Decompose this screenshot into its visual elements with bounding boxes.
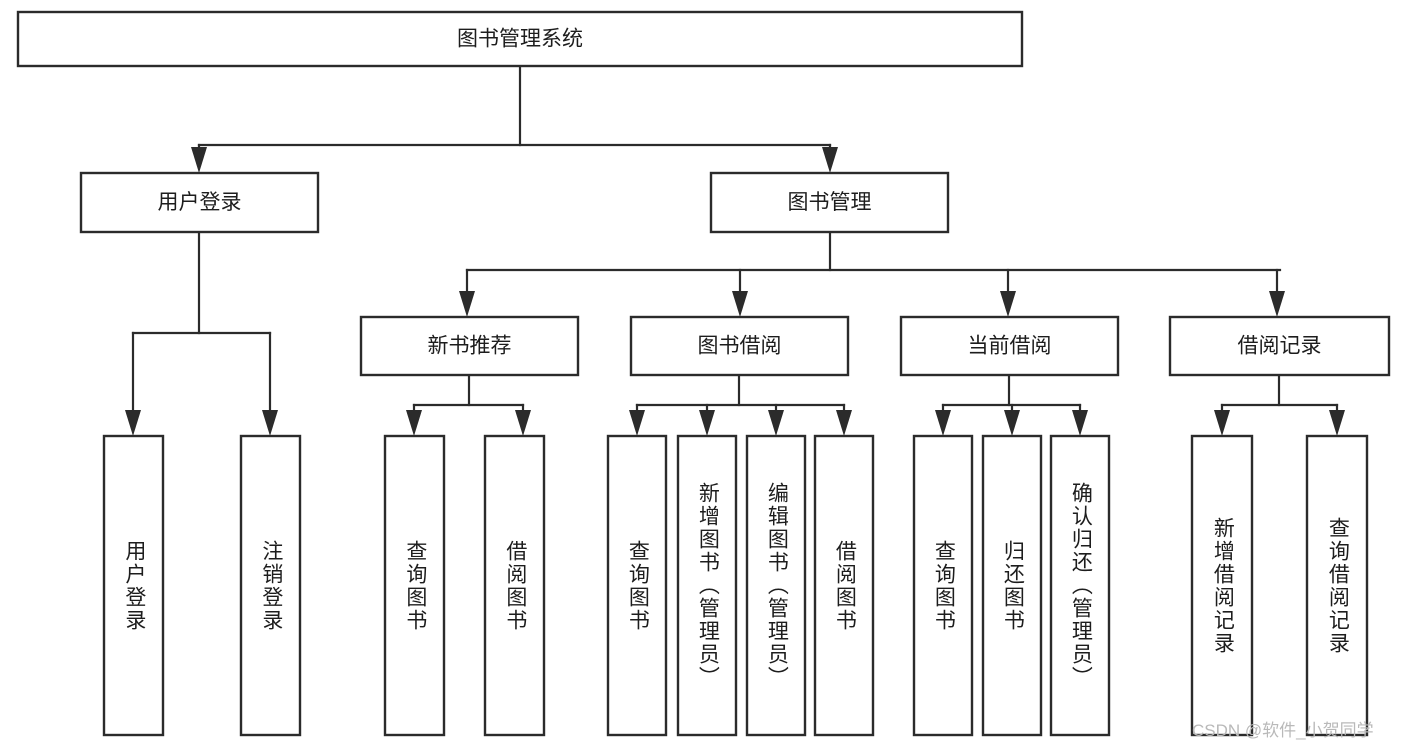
node-box-leaf-borrow-query-book[interactable]: [606, 434, 668, 737]
node-box-leaf-recommend-borrow-book[interactable]: [483, 434, 546, 737]
arrow-book-mgmt: [822, 147, 838, 173]
node-label-book-management: 图书管理: [788, 191, 872, 214]
node-box-leaf-current-query-book[interactable]: [912, 434, 974, 737]
node-label-book-borrow: 图书借阅: [698, 335, 782, 358]
node-box-new-book-recommend[interactable]: [359, 315, 580, 377]
arrow-leaf-borrow-query: [629, 410, 645, 436]
node-box-leaf-user-logout[interactable]: [239, 434, 302, 737]
node-box-leaf-current-confirm-return[interactable]: [1049, 434, 1111, 737]
node-box-leaf-current-return-book[interactable]: [981, 434, 1043, 737]
arrow-leaf-borrow-add: [699, 410, 715, 436]
arrow-leaf-rec-query: [406, 410, 422, 436]
node-label-user-login: 用户登录: [158, 191, 242, 214]
node-box-leaf-record-add[interactable]: [1190, 434, 1254, 737]
csdn-watermark: CSDN @软件_小贺同学: [1192, 721, 1374, 740]
arrow-leaf-cur-query: [935, 410, 951, 436]
node-box-leaf-record-query[interactable]: [1305, 434, 1369, 737]
arrow-leaf-user-logout: [262, 410, 278, 436]
arrow-borrow: [732, 291, 748, 317]
node-box-user-login[interactable]: [79, 171, 320, 234]
node-box-borrow-record[interactable]: [1168, 315, 1391, 377]
node-box-leaf-borrow-borrow-book[interactable]: [813, 434, 875, 737]
arrow-leaf-cur-return: [1004, 410, 1020, 436]
arrow-leaf-cur-confirm: [1072, 410, 1088, 436]
node-label-current-borrow: 当前借阅: [968, 335, 1052, 358]
node-box-leaf-borrow-edit-book[interactable]: [745, 434, 807, 737]
node-box-leaf-borrow-add-book[interactable]: [676, 434, 738, 737]
arrow-head-layer: [125, 147, 1345, 436]
node-box-book-management[interactable]: [709, 171, 950, 234]
arrow-record: [1269, 291, 1285, 317]
arrow-leaf-rec-borrow: [515, 410, 531, 436]
arrow-leaf-rec-add: [1214, 410, 1230, 436]
arrow-leaf-rec-query2: [1329, 410, 1345, 436]
arrow-recommend: [459, 291, 475, 317]
arrow-leaf-user-login: [125, 410, 141, 436]
node-label-borrow-record: 借阅记录: [1238, 335, 1322, 358]
arrow-user-login: [191, 147, 207, 173]
node-box-current-borrow[interactable]: [899, 315, 1120, 377]
node-box-layer: [16, 10, 1391, 737]
arrow-leaf-borrow-borrow: [836, 410, 852, 436]
node-label-new-book-recommend: 新书推荐: [428, 335, 512, 358]
arrow-leaf-borrow-edit: [768, 410, 784, 436]
arrow-current: [1000, 291, 1016, 317]
node-box-leaf-recommend-query-book[interactable]: [383, 434, 446, 737]
node-box-book-borrow[interactable]: [629, 315, 850, 377]
node-label-root: 图书管理系统: [457, 28, 583, 51]
node-box-leaf-user-login[interactable]: [102, 434, 165, 737]
node-box-root[interactable]: [16, 10, 1024, 68]
